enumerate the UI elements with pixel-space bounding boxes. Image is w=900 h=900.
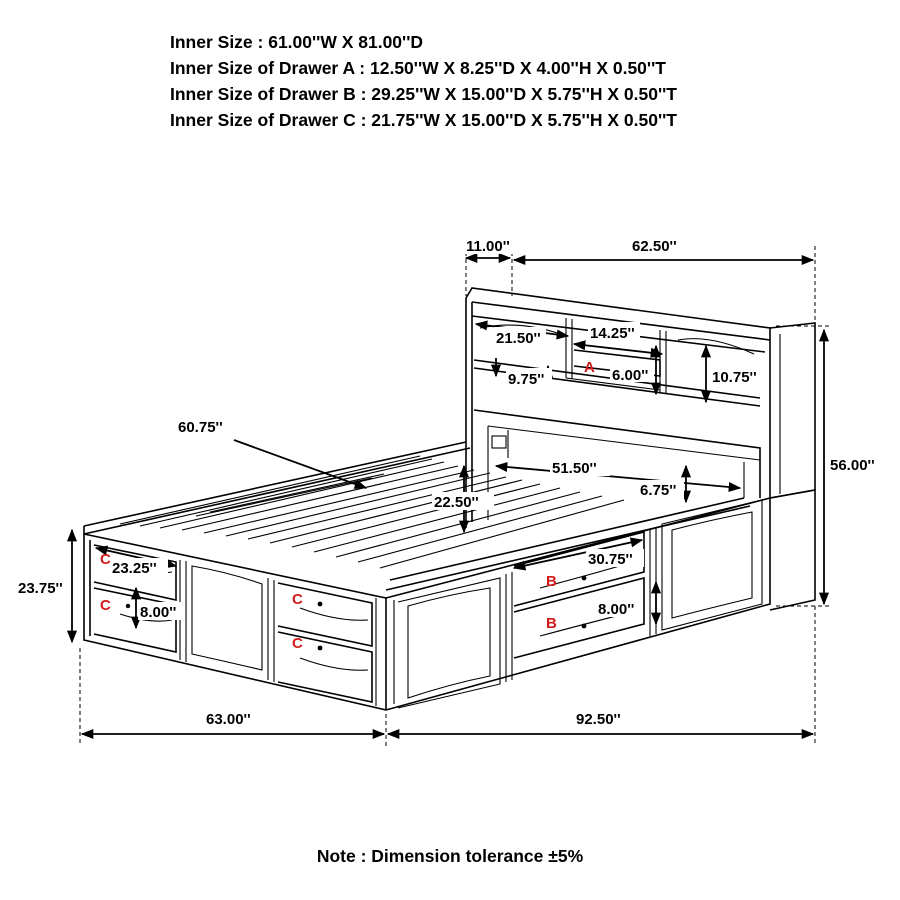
spec-inner-size: Inner Size : 61.00''W X 81.00''D [170, 32, 423, 52]
dim-headboard-depth: 11.00'' [466, 238, 510, 255]
spec-drawer-b: Inner Size of Drawer B : 29.25''W X 15.0… [170, 84, 677, 104]
footboard-unit [83, 526, 387, 711]
dim-slat-depth: 22.50'' [434, 494, 479, 511]
drawer-label-b-bottom: B [546, 615, 557, 632]
dimension-lines [66, 252, 830, 740]
spec-drawer-c: Inner Size of Drawer C : 21.75''W X 15.0… [170, 110, 677, 130]
dim-left-drawer-height: 8.00'' [140, 604, 176, 621]
dim-inner-headboard-width: 51.50'' [552, 460, 597, 477]
drawer-label-c-left-top: C [100, 551, 111, 568]
dim-right-drawer-width: 30.75'' [588, 551, 633, 568]
drawer-label-c-right-top: C [292, 591, 303, 608]
dim-overall-length: 92.50'' [576, 711, 621, 728]
drawer-label-a: A [584, 359, 595, 376]
dim-shelf-left: 21.50'' [496, 330, 541, 347]
spec-drawer-a: Inner Size of Drawer A : 12.50''W X 8.25… [170, 58, 666, 78]
extension-lines [79, 246, 830, 746]
dim-shelf-right-height: 10.75'' [712, 369, 757, 386]
dimension-texts: 11.00'' 62.50'' 21.50'' 14.25'' 9.75'' 6… [18, 236, 875, 728]
dim-overall-width: 63.00'' [206, 711, 251, 728]
dim-shelf-center: 14.25'' [590, 325, 635, 342]
dim-drawer-a-height: 6.00'' [612, 367, 648, 384]
dim-footboard-height: 23.75'' [18, 580, 63, 597]
drawer-label-b-top: B [546, 573, 557, 590]
dim-left-drawer-width: 23.25'' [112, 560, 157, 577]
dim-headboard-width: 62.50'' [632, 238, 677, 255]
tolerance-note: Note : Dimension tolerance ±5% [316, 846, 584, 866]
drawer-labels: A B B C C C C [100, 359, 595, 652]
dim-right-drawer-height: 8.00'' [598, 601, 634, 618]
dim-overall-height: 56.00'' [830, 457, 875, 474]
drawer-label-c-right-bottom: C [292, 635, 303, 652]
dim-shelf-left-height: 9.75'' [508, 371, 544, 388]
dim-rail-length: 60.75'' [178, 419, 223, 436]
drawer-label-c-left-bottom: C [100, 597, 111, 614]
dim-inner-headboard-height: 6.75'' [640, 482, 676, 499]
